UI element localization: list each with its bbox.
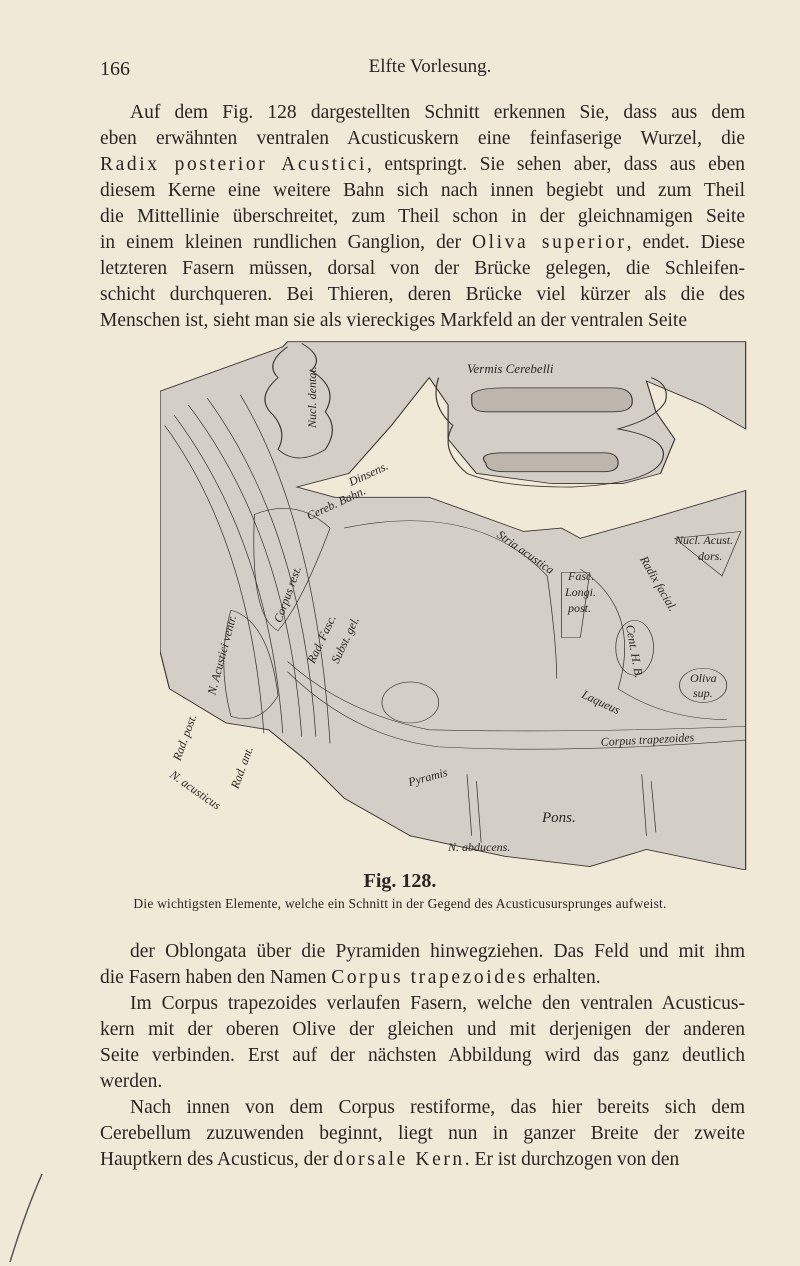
- text-line: Hauptkern des Acusticus, der dorsale Ker…: [100, 1147, 745, 1173]
- text-segment: kern mit der oberen Olive der gleichen u…: [100, 1019, 745, 1040]
- label-oliva: Oliva: [690, 671, 717, 685]
- text-line: Radix posterior Acustici, entspringt. Si…: [100, 152, 745, 178]
- text-line: schicht durchqueren. Bei Thieren, deren …: [100, 282, 745, 308]
- text-segment: eben erwähnten ventralen Acusticuskern e…: [100, 128, 745, 149]
- text-segment: . Er ist durchzogen von den: [464, 1149, 680, 1170]
- text-segment: werden.: [100, 1071, 163, 1092]
- spaced-emphasis: Corpus trapezoides: [331, 967, 529, 988]
- spaced-emphasis: Radix posterior Acustici: [100, 154, 368, 175]
- text-segment: Cerebellum zuzuwenden beginnt, liegt nun…: [100, 1123, 745, 1144]
- text-line: Nach innen von dem Corpus restiforme, da…: [130, 1095, 745, 1121]
- text-line: Cerebellum zuzuwenden beginnt, liegt nun…: [100, 1121, 745, 1147]
- text-line: die Fasern haben den Namen Corpus trapez…: [100, 965, 745, 991]
- spaced-emphasis: Oliva superior: [471, 232, 627, 253]
- text-segment: in einem kleinen rundlichen Ganglion, de…: [100, 232, 472, 253]
- text-line: Menschen ist, sieht man sie als vierecki…: [100, 308, 745, 334]
- label-sup: sup.: [693, 686, 713, 700]
- text-segment: Nach innen von dem Corpus restiforme, da…: [130, 1097, 745, 1118]
- label-longi: Longi.: [565, 585, 597, 599]
- text-line: Im Corpus trapezoides verlaufen Fasern, …: [130, 991, 745, 1017]
- label-nucl-dentat: Nucl. dentat.: [305, 366, 319, 428]
- text-segment: , endet. Diese: [626, 232, 745, 253]
- figure-number: Fig. 128.: [363, 870, 437, 892]
- label-post: post.: [568, 601, 592, 615]
- text-line: kern mit der oberen Olive der gleichen u…: [100, 1017, 745, 1043]
- text-line: Auf dem Fig. 128 dargestellten Schnitt e…: [130, 100, 745, 126]
- fiber-tracts: [164, 394, 746, 843]
- text-segment: die Fasern haben den Namen: [100, 967, 332, 988]
- label-dors: dors.: [698, 549, 723, 563]
- text-line: Seite verbinden. Erst auf der nächsten A…: [100, 1043, 745, 1069]
- text-segment: diesem Kerne eine weitere Bahn sich nach…: [100, 180, 745, 201]
- text-line: diesem Kerne eine weitere Bahn sich nach…: [100, 178, 745, 204]
- cerebellar-folds: [264, 343, 667, 488]
- text-line: der Oblongata über die Pyramiden hinwegz…: [130, 939, 745, 965]
- text-segment: schicht durchqueren. Bei Thieren, deren …: [100, 284, 745, 305]
- pencil-mark: [9, 1173, 43, 1263]
- text-segment: Auf dem Fig. 128 dargestellten Schnitt e…: [130, 102, 745, 123]
- figure-drawing-canvas: [160, 341, 747, 870]
- text-segment: Seite verbinden. Erst auf der nächsten A…: [100, 1045, 745, 1066]
- label-fasc: Fasc.: [568, 569, 595, 583]
- spaced-emphasis: dorsale Kern: [333, 1149, 465, 1170]
- text-segment: die Mittellinie überschreitet, zum Theil…: [100, 206, 745, 227]
- text-segment: Im Corpus trapezoides verlaufen Fasern, …: [130, 993, 745, 1014]
- text-segment: Hauptkern des Acusticus, der: [100, 1149, 334, 1170]
- text-line: werden.: [100, 1069, 745, 1095]
- label-abducens: N. abducens.: [448, 840, 511, 854]
- text-line: in einem kleinen rundlichen Ganglion, de…: [100, 230, 745, 256]
- figure-caption: Die wichtigsten Elemente, welche ein Sch…: [133, 896, 667, 911]
- figure-128-brainstem-section: Vermis Cerebelli Nucl. dentat. Dinsens. …: [160, 340, 748, 870]
- label-nucl-acust: Nucl. Acust.: [675, 533, 734, 547]
- text-segment: der Oblongata über die Pyramiden hinwegz…: [130, 941, 745, 962]
- text-segment: , entspringt. Sie sehen aber, dass aus e…: [367, 154, 745, 175]
- text-segment: erhalten.: [528, 967, 601, 988]
- text-line: eben erwähnten ventralen Acusticuskern e…: [100, 126, 745, 152]
- text-line: letzteren Fasern müssen, dorsal von der …: [100, 256, 745, 282]
- text-segment: letzteren Fasern müssen, dorsal von der …: [100, 258, 745, 279]
- page-number: 166: [100, 58, 130, 80]
- figure-drawing: [160, 341, 747, 870]
- label-pons: Pons.: [542, 810, 576, 826]
- label-vermis-cerebelli: Vermis Cerebelli: [467, 361, 554, 376]
- text-segment: Menschen ist, sieht man sie als vierecki…: [100, 310, 687, 331]
- running-title: Elfte Vorlesung.: [368, 56, 492, 77]
- text-line: die Mittellinie überschreitet, zum Theil…: [100, 204, 745, 230]
